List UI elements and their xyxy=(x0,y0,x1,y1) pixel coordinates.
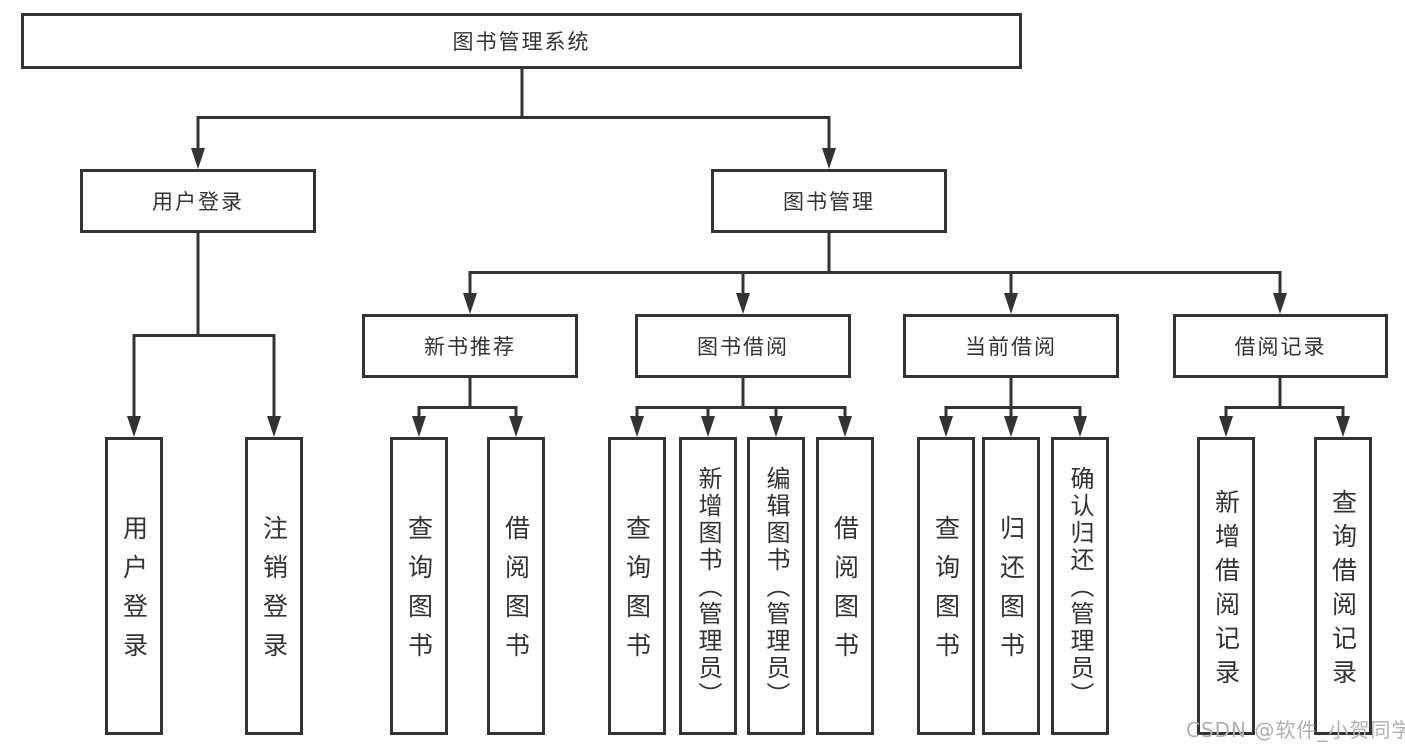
leaf-borrow-books: 借阅图书 xyxy=(816,437,874,735)
arrowhead xyxy=(822,148,836,169)
leaf-logout: 注销登录 xyxy=(245,437,303,735)
leaf-return-book: 归还图书 xyxy=(982,437,1040,735)
node-label: 图书借阅 xyxy=(697,335,789,359)
node-label: 查询借阅记录 xyxy=(1328,488,1358,693)
arrowhead xyxy=(1004,416,1018,437)
node-label: 编辑图书（管理员） xyxy=(762,466,790,709)
leaf-query-borrow-record: 查询借阅记录 xyxy=(1314,437,1372,735)
arrowhead xyxy=(939,416,953,437)
node-label: 图书管理系统 xyxy=(452,30,591,54)
node-label: 图书管理 xyxy=(783,190,875,214)
watermark: CSDN @软件_小贺同学 xyxy=(1186,718,1405,742)
arrowhead xyxy=(838,416,852,437)
leaf-confirm-return-admin: 确认归还（管理员） xyxy=(1051,437,1109,735)
node-label: 借阅图书 xyxy=(830,515,860,671)
node-label: 查询图书 xyxy=(622,515,652,671)
node-label: 确认归还（管理员） xyxy=(1066,466,1094,709)
leaf-query-books-current: 查询图书 xyxy=(917,437,975,735)
node-label: 新增图书（管理员） xyxy=(694,466,722,709)
node-label: 当前借阅 xyxy=(965,335,1057,359)
node-label: 注销登录 xyxy=(259,515,289,671)
leaf-query-books-recommend: 查询图书 xyxy=(390,437,448,735)
leaf-borrow-books-recommend: 借阅图书 xyxy=(487,437,545,735)
arrowhead xyxy=(1219,416,1233,437)
leaf-user-login: 用户登录 xyxy=(105,437,163,735)
leaf-edit-book-admin: 编辑图书（管理员） xyxy=(747,437,805,735)
arrowhead xyxy=(1004,293,1018,314)
node-current-borrow: 当前借阅 xyxy=(903,314,1119,378)
node-label: 新书推荐 xyxy=(424,335,516,359)
node-new-book-recommend: 新书推荐 xyxy=(362,314,578,378)
node-book-management: 图书管理 xyxy=(711,169,947,233)
arrowhead xyxy=(630,416,644,437)
leaf-query-books-borrow: 查询图书 xyxy=(608,437,666,735)
node-user-login: 用户登录 xyxy=(80,169,316,233)
leaf-add-book-admin: 新增图书（管理员） xyxy=(679,437,737,735)
node-label: 归还图书 xyxy=(996,515,1026,671)
connector-path xyxy=(132,69,1345,421)
arrowhead xyxy=(1073,416,1087,437)
arrowhead xyxy=(191,148,205,169)
node-book-borrow: 图书借阅 xyxy=(635,314,851,378)
leaf-add-borrow-record: 新增借阅记录 xyxy=(1197,437,1255,735)
node-label: 用户登录 xyxy=(119,515,149,671)
arrowhead xyxy=(127,416,141,437)
arrowhead xyxy=(267,416,281,437)
node-label: 借阅记录 xyxy=(1234,335,1327,359)
node-borrow-records: 借阅记录 xyxy=(1173,314,1388,378)
node-label: 用户登录 xyxy=(152,190,244,214)
arrowhead xyxy=(412,416,426,437)
arrowhead xyxy=(463,293,477,314)
arrowhead xyxy=(1336,416,1350,437)
node-root: 图书管理系统 xyxy=(21,13,1022,69)
node-label: 查询图书 xyxy=(404,515,434,671)
arrowhead xyxy=(736,293,750,314)
arrowhead xyxy=(509,416,523,437)
arrowhead xyxy=(1273,293,1287,314)
arrowhead xyxy=(701,416,715,437)
node-label: 查询图书 xyxy=(931,515,961,671)
arrowhead xyxy=(769,416,783,437)
node-label: 新增借阅记录 xyxy=(1211,488,1241,693)
node-label: 借阅图书 xyxy=(501,515,531,671)
